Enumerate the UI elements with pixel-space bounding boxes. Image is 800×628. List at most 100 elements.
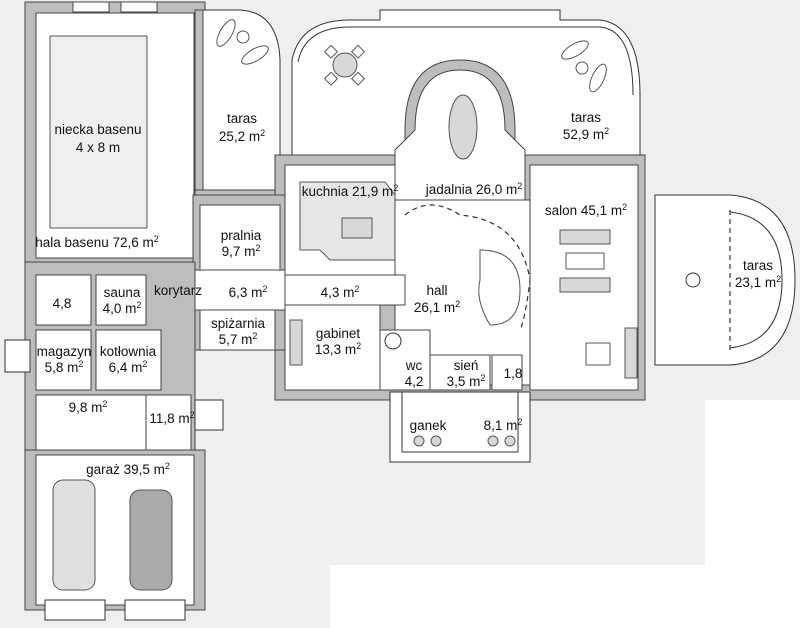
laundry-room bbox=[199, 204, 281, 271]
sauna-room bbox=[95, 274, 147, 326]
boiler-room bbox=[95, 329, 162, 391]
label-jadalnia: jadalnia 26,0 m2 bbox=[425, 181, 523, 197]
label-pralnia-name: pralnia bbox=[221, 228, 262, 243]
pool-wing bbox=[24, 1, 206, 263]
spiral-staircase bbox=[478, 249, 521, 326]
label-spizarnia-area: 5,7 m2 bbox=[219, 331, 258, 347]
label-korytarz-garaz-area: 11,8 m2 bbox=[149, 410, 194, 426]
wall bbox=[194, 9, 204, 196]
side-table bbox=[585, 342, 611, 366]
label-ganek: ganek bbox=[410, 418, 447, 433]
label-kuchnia: kuchnia 21,9 m2 bbox=[302, 183, 399, 199]
label-magazyn-name: magazyn bbox=[37, 344, 92, 359]
sofa bbox=[559, 229, 611, 245]
chair bbox=[350, 44, 366, 59]
vestibule-room bbox=[429, 354, 491, 391]
storage-room bbox=[35, 329, 92, 391]
hall-boundary bbox=[404, 204, 531, 331]
side-entrance bbox=[4, 339, 31, 373]
label-taras-1-name: taras bbox=[227, 111, 257, 126]
label-lazienka-area: 4,8 bbox=[53, 296, 72, 311]
shower-icon bbox=[384, 332, 402, 350]
terrace-3 bbox=[654, 194, 796, 366]
label-taras-2-name: taras bbox=[571, 110, 601, 125]
sofa bbox=[289, 319, 303, 366]
label-gabinet-name: gabinet bbox=[316, 326, 361, 341]
label-spizarnia-name: spiżarnia bbox=[211, 316, 266, 331]
car bbox=[52, 479, 96, 591]
sunbed bbox=[241, 45, 269, 65]
garage-corridor-room bbox=[145, 394, 192, 451]
label-schody-area: 9,8 m2 bbox=[69, 399, 108, 415]
terrace-3-outline bbox=[654, 194, 796, 366]
label-sauna-area: 4,0 m2 bbox=[103, 300, 142, 316]
garage-gate bbox=[44, 599, 106, 621]
dining-table bbox=[448, 94, 478, 160]
label-salon: salon 45,1 m2 bbox=[545, 202, 627, 218]
side-door bbox=[194, 399, 224, 431]
plant-pot bbox=[430, 435, 442, 447]
round-table bbox=[685, 272, 701, 288]
coffee-table bbox=[565, 252, 605, 270]
label-wc-name: wc bbox=[405, 358, 423, 373]
bathroom-room bbox=[35, 274, 92, 326]
table bbox=[236, 30, 250, 44]
chair bbox=[323, 44, 339, 59]
corridor-room bbox=[284, 274, 406, 306]
label-gabinet-area: 13,3 m2 bbox=[315, 341, 361, 357]
label-sien-area: 3,5 m2 bbox=[447, 373, 486, 389]
label-przedpokoj-area: 4,3 m2 bbox=[321, 284, 360, 300]
sofa bbox=[559, 277, 611, 293]
label-magazyn-area: 5,8 m2 bbox=[45, 359, 84, 375]
sofa bbox=[624, 327, 638, 379]
label-korytarz: korytarz bbox=[154, 283, 202, 298]
plant-pot bbox=[487, 435, 499, 447]
sunbed bbox=[589, 63, 607, 93]
kitchen-table bbox=[341, 217, 373, 239]
plant-pot bbox=[413, 435, 425, 447]
label-ganek-area: 8,1 m2 bbox=[484, 417, 523, 433]
terrace-1 bbox=[194, 9, 281, 199]
label-taras-3-area: 23,1 m2 bbox=[735, 274, 781, 290]
round-table bbox=[332, 52, 358, 78]
garage-gate bbox=[124, 599, 186, 621]
label-wc-area: 4,2 bbox=[405, 374, 424, 389]
label-taras-1-area: 25,2 m2 bbox=[219, 128, 265, 144]
label-taras-3-name: taras bbox=[743, 258, 773, 273]
porch-inner bbox=[401, 391, 519, 453]
chair bbox=[323, 71, 339, 86]
label-korytarz-area: 6,3 m2 bbox=[229, 284, 268, 300]
pantry-room bbox=[199, 309, 276, 351]
label-pralnia-area: 9,7 m2 bbox=[222, 243, 261, 259]
table bbox=[575, 61, 589, 75]
background-white-area-right bbox=[705, 400, 800, 628]
label-kotlownia-area: 6,4 m2 bbox=[109, 359, 148, 375]
plant-pot bbox=[504, 435, 516, 447]
left-service-rooms bbox=[4, 261, 224, 453]
room-labels: niecka basenu 4 x 8 m hala basenu 72,6 m… bbox=[35, 110, 781, 477]
label-hall-name: hall bbox=[426, 283, 447, 298]
label-kotlownia-name: kotłownia bbox=[100, 344, 157, 359]
label-niecka-area: 4 x 8 m bbox=[76, 140, 120, 155]
main-house bbox=[274, 59, 646, 401]
garage bbox=[24, 449, 206, 621]
terrace-2-inner bbox=[297, 26, 634, 96]
label-niecka-name: niecka basenu bbox=[54, 122, 141, 137]
sunbed bbox=[561, 40, 589, 60]
stairs-room bbox=[35, 394, 147, 451]
label-sien-name: sień bbox=[454, 358, 479, 373]
window bbox=[72, 1, 110, 13]
porch bbox=[389, 391, 531, 463]
sunbed bbox=[216, 19, 236, 47]
closet-room bbox=[491, 354, 523, 391]
label-taras-2-area: 52,9 m2 bbox=[563, 126, 609, 142]
label-garaz: garaż 39,5 m2 bbox=[86, 461, 170, 477]
terrace-3-arc bbox=[729, 211, 783, 349]
window bbox=[120, 1, 158, 13]
car bbox=[129, 489, 173, 591]
label-hall-area: 26,1 m2 bbox=[414, 299, 460, 315]
pool-basin bbox=[49, 35, 148, 229]
label-sauna-name: sauna bbox=[104, 285, 141, 300]
label-garderoba-area: 1,8 bbox=[504, 366, 523, 381]
